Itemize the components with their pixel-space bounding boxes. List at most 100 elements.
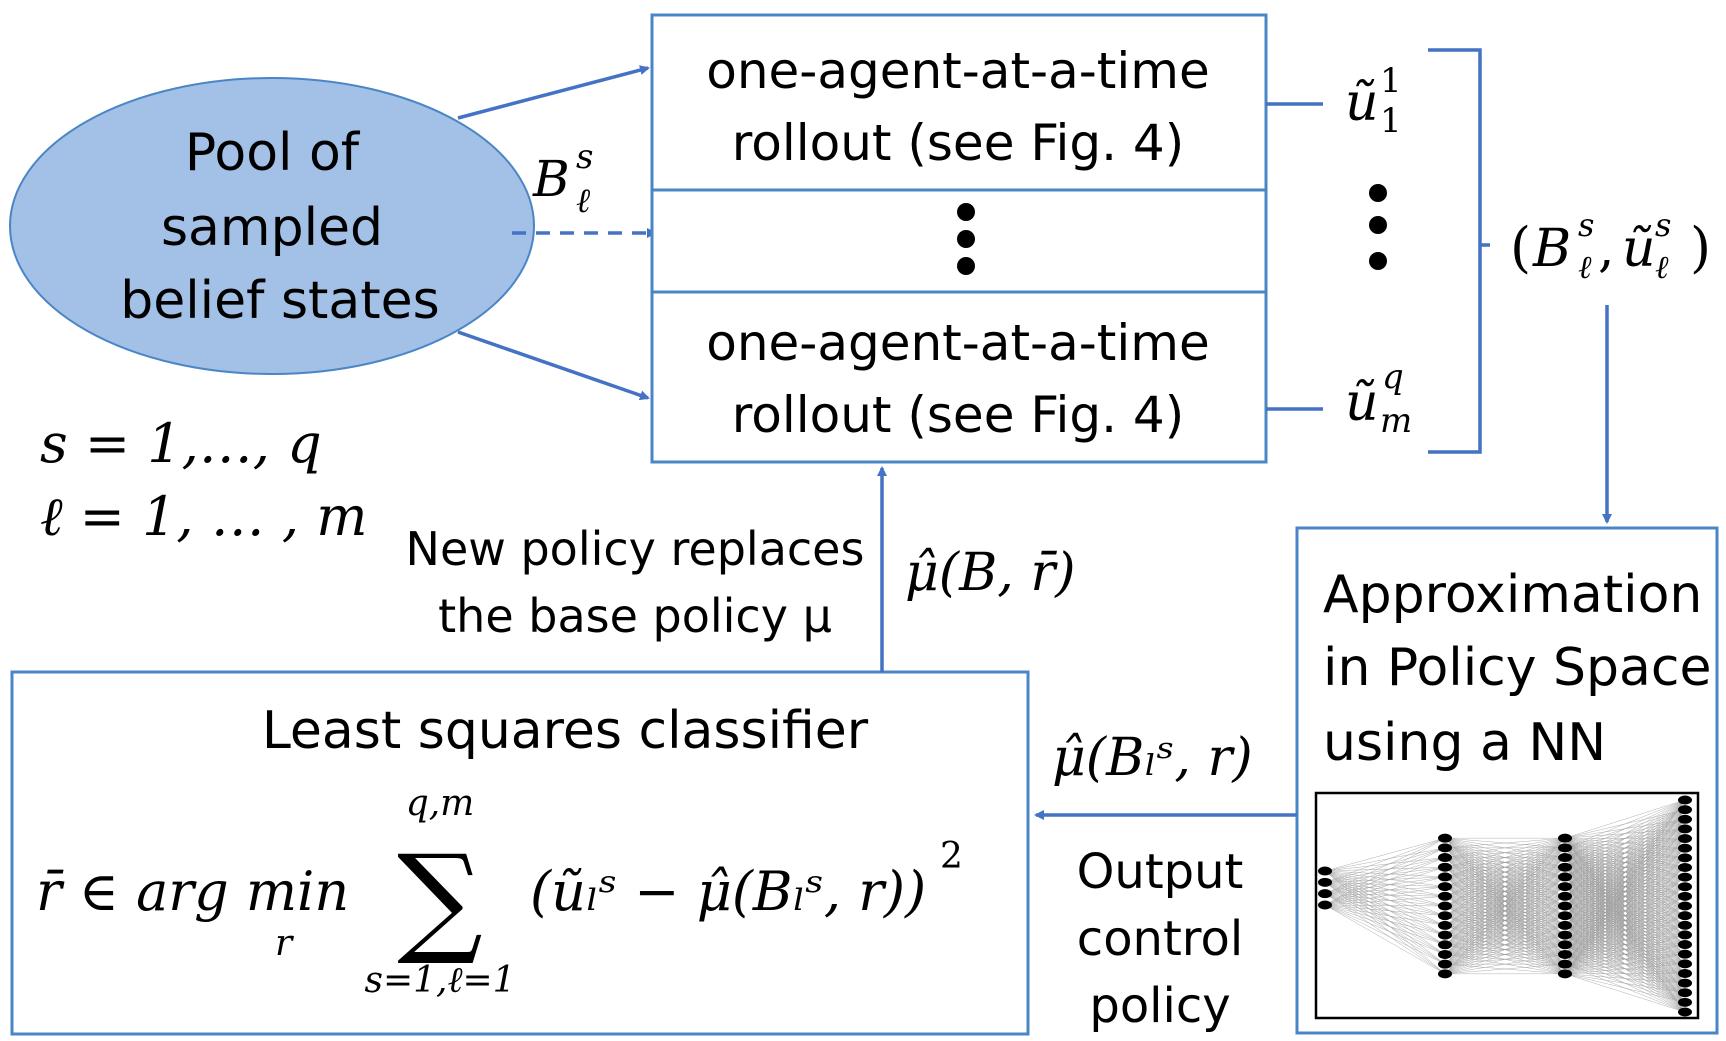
nn-output-line3: policy	[1089, 978, 1230, 1034]
nn-node	[1678, 949, 1692, 959]
nn-edge	[1324, 904, 1446, 965]
nn-node	[1438, 872, 1452, 882]
nn-edge	[1564, 848, 1686, 974]
nn-edge	[1324, 857, 1446, 872]
approximation-line1: Approximation	[1323, 565, 1702, 625]
nn-node	[1678, 930, 1692, 940]
input-label-sup: s	[576, 137, 593, 177]
nn-node	[1678, 795, 1692, 805]
nn-node	[1558, 872, 1572, 882]
nn-node	[1678, 872, 1692, 882]
nn-edge	[1324, 893, 1446, 965]
nn-edge	[1444, 944, 1566, 975]
nn-edge	[1564, 799, 1686, 955]
nn-edge	[1564, 838, 1686, 974]
rollout-bottom-line1: one-agent-at-a-time	[706, 314, 1210, 372]
nn-edge	[1564, 973, 1686, 993]
nn-edge	[1564, 799, 1686, 868]
nn-edge	[1324, 870, 1446, 936]
nn-node	[1678, 824, 1692, 834]
classifier-summand: (ũₗˢ − μ̂(Bₗˢ, r))	[530, 860, 926, 923]
nn-edge	[1444, 896, 1566, 975]
new-policy-line1: New policy replaces	[406, 522, 865, 576]
pair-b-sup: s	[1578, 206, 1594, 244]
nn-edge	[1564, 799, 1686, 897]
nn-edge	[1564, 963, 1686, 975]
nn-edge	[1324, 904, 1446, 936]
nn-node	[1558, 891, 1572, 901]
nn-edge	[1324, 882, 1446, 974]
nn-edge	[1444, 838, 1566, 955]
nn-edge	[1444, 837, 1566, 868]
nn-node	[1558, 949, 1572, 959]
arrow-pool-to-top-rollout	[457, 65, 650, 120]
nn-edge	[1564, 953, 1686, 975]
nn-edge	[1564, 944, 1686, 975]
output-brace	[1428, 48, 1490, 454]
nn-edge	[1444, 963, 1566, 975]
nn-edge	[1324, 847, 1446, 906]
nn-node	[1438, 920, 1452, 930]
nn-edge	[1444, 838, 1566, 945]
nn-edge	[1324, 867, 1446, 883]
nn-edge	[1324, 893, 1446, 897]
nn-node	[1678, 862, 1692, 872]
output-bottom-base: ũ	[1345, 373, 1379, 433]
nn-edge	[1564, 799, 1686, 878]
nn-edge	[1444, 837, 1566, 878]
nn-edge	[1324, 893, 1446, 936]
nn-node	[1678, 843, 1692, 853]
nn-node	[1678, 1007, 1692, 1017]
nn-edge	[1324, 882, 1446, 936]
rollout-top-box	[650, 13, 1268, 192]
nn-edge	[1444, 837, 1566, 897]
new-policy-formula: μ̂(B, r̄)	[905, 543, 1076, 603]
nn-node	[1678, 978, 1692, 988]
nn-node	[1678, 901, 1692, 911]
nn-edge	[1444, 954, 1566, 975]
nn-edge	[1324, 904, 1446, 945]
nn-edge	[1564, 799, 1686, 965]
classifier-lhs: r̄ ∈ arg min	[36, 860, 349, 923]
nn-edge	[1324, 847, 1446, 872]
nn-node	[1678, 891, 1692, 901]
approximation-line3: using a NN	[1323, 713, 1606, 773]
pair-u-sub: ℓ	[1655, 248, 1669, 286]
nn-edge	[1564, 799, 1686, 926]
nn-edge	[1564, 973, 1686, 984]
nn-edge	[1324, 870, 1446, 907]
nn-node	[1678, 920, 1692, 930]
nn-node	[1438, 940, 1452, 950]
nn-edge	[1564, 973, 1686, 1003]
neural-network-graph	[1318, 795, 1692, 1017]
nn-edge	[1444, 837, 1566, 849]
nn-node	[1318, 889, 1332, 899]
nn-edge	[1324, 857, 1446, 894]
nn-edge	[1324, 870, 1446, 897]
nn-edge	[1444, 838, 1566, 936]
output-top-sub: 1	[1380, 101, 1402, 141]
nn-edge	[1324, 886, 1446, 906]
nn-node	[1438, 882, 1452, 892]
nn-edge	[1444, 837, 1566, 887]
nn-node	[1558, 882, 1572, 892]
nn-node	[1558, 959, 1572, 969]
nn-edge	[1444, 837, 1566, 926]
nn-edge	[1564, 925, 1686, 975]
nn-node	[1438, 901, 1452, 911]
nn-node	[1678, 968, 1692, 978]
nn-node	[1678, 805, 1692, 815]
nn-node	[1438, 949, 1452, 959]
pool-label-line2: sampled	[161, 198, 383, 258]
pair-u: ũ	[1622, 219, 1656, 279]
nn-node	[1558, 843, 1572, 853]
pair-b: B	[1532, 219, 1571, 279]
nn-edge	[1324, 882, 1446, 916]
nn-edge	[1444, 886, 1566, 975]
pair-close: )	[1690, 216, 1711, 279]
nn-output-line2: control	[1077, 911, 1243, 967]
nn-edge	[1324, 837, 1446, 894]
nn-node	[1438, 833, 1452, 843]
nn-node	[1438, 853, 1452, 863]
nn-node	[1558, 853, 1572, 863]
